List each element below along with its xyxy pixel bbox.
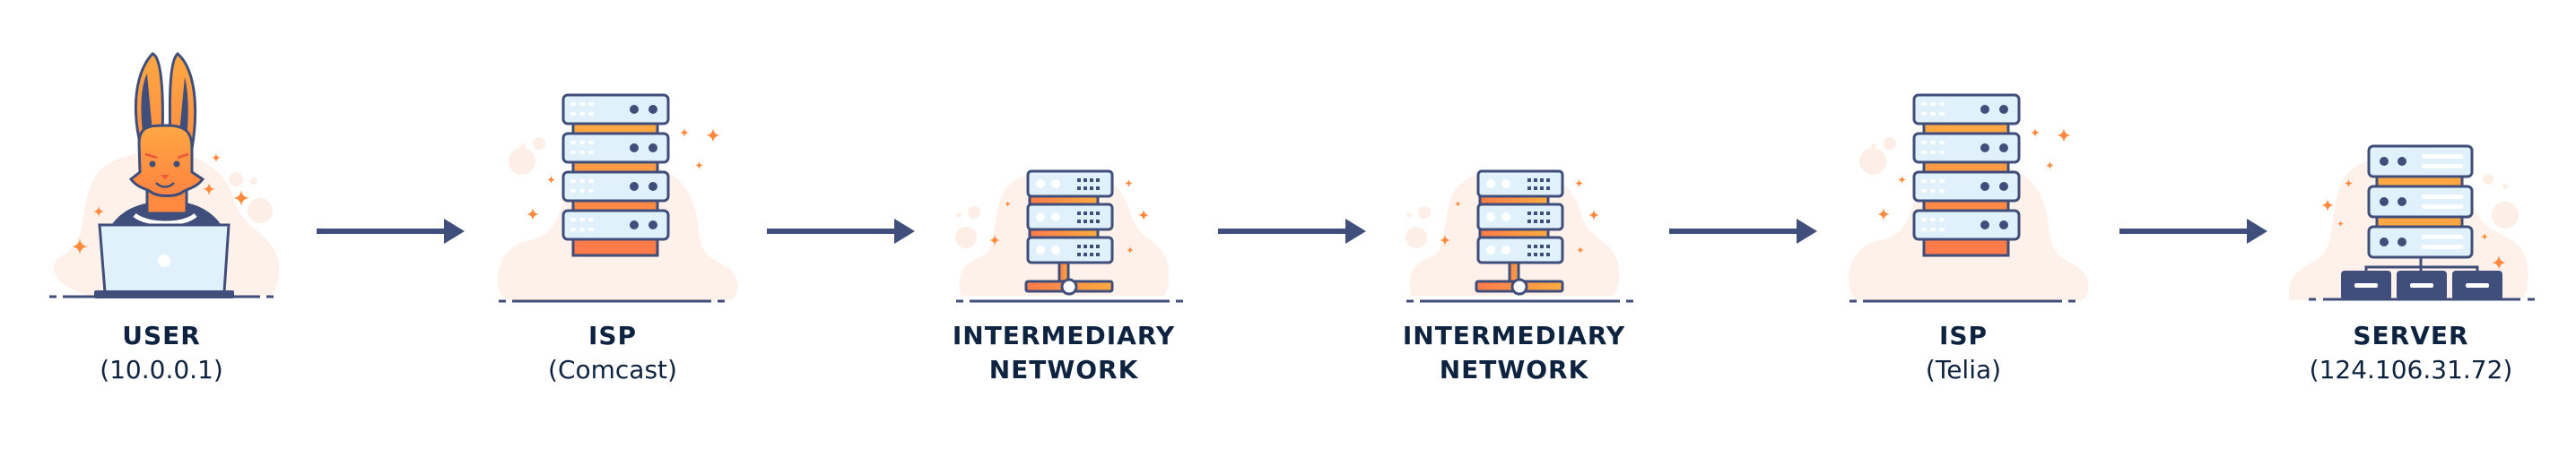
node-server: SERVER (124.106.31.72): [2250, 0, 2572, 475]
node-title: ISP: [1938, 321, 1989, 350]
node-intermediary-network-1: INTERMEDIARY NETWORK: [902, 0, 1225, 475]
node-subtitle: NETWORK: [988, 355, 1139, 384]
node-subtitle: NETWORK: [1439, 355, 1589, 384]
node-title: USER: [122, 321, 201, 350]
node-user: USER (10.0.0.1): [0, 0, 323, 475]
node-subtitle: (Telia): [1925, 355, 2002, 384]
node-isp-telia: ISP (Telia): [1802, 0, 2125, 475]
server-rack-icon: [1848, 93, 2089, 303]
network-server-icon: [1405, 169, 1633, 303]
arrow-icon: [317, 219, 465, 244]
arrow-icon: [1218, 219, 1366, 244]
server-unit: [561, 93, 670, 241]
server-unit: [1912, 93, 2021, 241]
node-subtitle: (Comcast): [548, 355, 677, 384]
server-rack-icon: [497, 93, 738, 303]
node-intermediary-network-2: INTERMEDIARY NETWORK: [1353, 0, 1675, 475]
arrow-icon: [2119, 219, 2267, 244]
node-title: SERVER: [2353, 321, 2469, 350]
arrow-icon: [767, 219, 915, 244]
node-subtitle: (124.106.31.72): [2309, 355, 2513, 384]
server-cluster-icon: [2289, 144, 2535, 301]
node-isp-comcast: ISP (Comcast): [451, 0, 774, 475]
arrow-icon: [1669, 219, 1817, 244]
node-subtitle: (10.0.0.1): [100, 355, 223, 384]
network-server-icon: [955, 169, 1183, 303]
node-title: ISP: [587, 321, 638, 350]
bunny-laptop-icon: [49, 52, 280, 298]
node-title: INTERMEDIARY: [952, 321, 1176, 350]
node-title: INTERMEDIARY: [1402, 321, 1626, 350]
